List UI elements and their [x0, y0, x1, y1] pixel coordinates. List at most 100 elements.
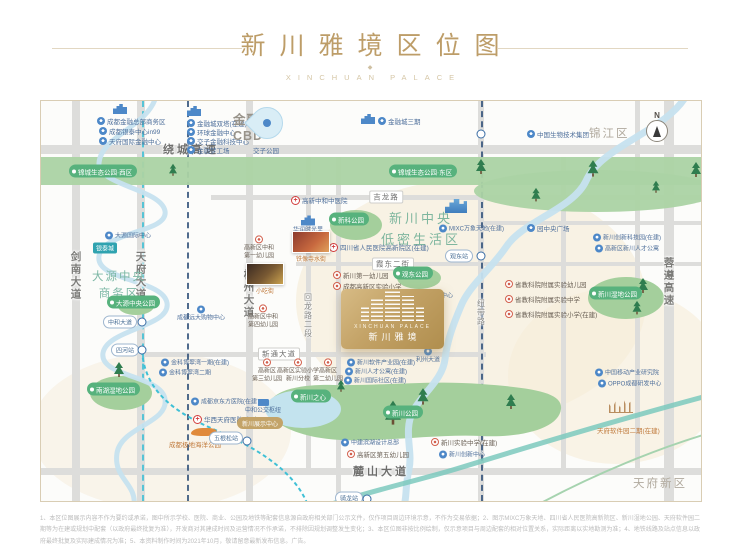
poi-dot-icon: [187, 128, 195, 136]
metro-line-diagonal: [333, 394, 701, 501]
hospital-label: +华西天府医院(在建): [193, 414, 260, 424]
road-label: 纽带路: [476, 299, 486, 326]
location-map: 剑南大道天府大道梓州大道回龙路二段纽带路蓉遵高速绕城高速吉龙路霞东二街新通大道麓…: [40, 100, 702, 502]
poi-dot-icon: [595, 244, 603, 252]
river-east: [401, 101, 687, 501]
bldg-icon: [300, 215, 315, 226]
bldg-icon-wrap: [361, 114, 375, 124]
croc-icon-wrap: [191, 428, 217, 436]
poi-label: 中国移动产业研究院: [595, 368, 659, 377]
park-label: 新川湿地公园: [589, 286, 642, 300]
poi-dot-icon: [439, 224, 447, 232]
district-boundary: [542, 434, 701, 501]
road-label: 新通大道: [258, 347, 300, 361]
mixc-icon-wrap: [445, 199, 467, 213]
poi-dot-icon: [97, 117, 105, 125]
poi-label: 成都远大购物中心: [177, 305, 225, 322]
school-icon: [505, 280, 513, 288]
bldg-icon-wrap: [187, 106, 201, 116]
park-label: 交子公园: [253, 148, 279, 155]
poi-dot-icon: [187, 137, 195, 145]
poi-dot-icon: [105, 231, 113, 239]
photo-thumbnail: 小吃街: [246, 263, 284, 295]
school-label: 高新区中和 第一幼儿园: [244, 235, 274, 260]
poi-label: OPPO成都研发中心: [598, 379, 661, 388]
bus-icon: [256, 398, 269, 406]
poi-dot-icon: [159, 368, 167, 376]
road-label: 回龙路二段: [303, 293, 313, 338]
bldg-icon-wrap: [113, 104, 127, 114]
hospital-label: +高新中和中医院: [291, 195, 348, 205]
page-subtitle: XINCHUAN PALACE: [285, 73, 462, 82]
park-label: 观东公园: [393, 266, 433, 280]
poi-dot-icon: [598, 379, 606, 387]
area-label: 天府新区: [633, 478, 687, 490]
school-label: 高新区实验小学 新川分校: [277, 358, 319, 383]
metro-line-curve: [141, 350, 308, 501]
poi-label: 金科博翠湾一期(在建): [161, 358, 229, 367]
park-label: 新川公园: [383, 405, 423, 419]
metro-station-icon: [242, 436, 252, 446]
poi-label: 利州大道: [416, 347, 440, 364]
road: [481, 221, 701, 225]
park-label: 新川之心: [291, 389, 331, 403]
park-label: 南湖湿地公园: [87, 382, 140, 396]
road: [41, 144, 701, 154]
map-header: 新川雅境区位图 ◆ XINCHUAN PALACE: [40, 30, 700, 94]
road-label: 剑南大道: [69, 251, 82, 301]
metro-station-label: 五根松站: [209, 431, 244, 445]
poi-label: 高新区新川人才公寓: [595, 244, 659, 253]
poi-label: 金科博翠湾二期: [159, 368, 211, 377]
school-icon: [333, 282, 341, 290]
poi-label: 金融城双塔(在建): [187, 118, 247, 128]
poi-label: 新川软件产业园(在建): [347, 358, 415, 367]
school-icon: [347, 450, 355, 458]
poi-dot-icon: [423, 347, 432, 356]
diamond-ornament-icon: ◆: [367, 65, 373, 71]
school-label: 成都高新区实验小学: [333, 281, 402, 291]
poi-label: 天府国际金融中心: [99, 136, 161, 146]
poi-label: 新川创新科技园(在建): [593, 233, 661, 242]
poi-label: 新川创新中心: [439, 450, 485, 459]
school-icon: [505, 295, 513, 303]
poi-label: 成都银泰中心in99: [99, 126, 160, 136]
school-label: 高新区中和 第四幼儿园: [248, 304, 278, 329]
poi-dot-icon: [196, 305, 205, 314]
park-label: 锦城生态公园·东区: [389, 164, 458, 178]
park-dot-icon: [263, 119, 271, 127]
school-icon: [333, 271, 341, 279]
poi-dot-icon: [593, 233, 601, 241]
poi-dot-icon: [187, 119, 195, 127]
road-label: 蓉遵高速: [662, 257, 675, 307]
compass-north-label: N: [654, 111, 660, 120]
poi-dot-icon: [347, 358, 355, 366]
poi-dot-icon: [378, 117, 386, 125]
poi-dot-icon: [439, 450, 447, 458]
school-icon: [431, 438, 439, 446]
park-label: 新科公园: [329, 212, 369, 226]
poi-label: 环球金融中心: [187, 127, 236, 137]
hospital-cross-icon: +: [291, 195, 300, 205]
metro-station-label: 骑龙站: [335, 491, 364, 501]
poi-label: 成都京东方医院(在建): [191, 397, 259, 406]
page-title: 新川雅境区位图: [240, 33, 514, 60]
poi-label: 金融梦工场: [187, 145, 230, 155]
poi-label: 交子金融科技中心: [187, 136, 249, 146]
park-label: 大源中央公园: [107, 295, 160, 309]
mall-label: 银泰城: [93, 242, 118, 254]
hospital-cross-icon: +: [193, 414, 202, 424]
school-label: 省教科院附属实验小学(在建): [505, 309, 597, 319]
poi-label: 园中央广场: [527, 223, 570, 233]
metro-station-icon: [476, 251, 486, 261]
metro-station-icon: [137, 317, 147, 327]
school-icon: [323, 358, 332, 367]
area-label: 新川中央 低密生活区: [381, 211, 462, 247]
photo-thumbnail: 铁像寺水街: [292, 231, 330, 263]
disclaimer-text: 1、本区位图展示内容不作为要约或承诺，图中所示学校、医院、商业、公园及地铁等配套…: [40, 516, 700, 545]
header-divider: [498, 48, 688, 49]
project-name-cn: 新川雅境: [368, 332, 421, 342]
mixc-icon: [445, 199, 467, 213]
map-labels: 剑南大道天府大道梓州大道回龙路二段纽带路蓉遵高速绕城高速吉龙路霞东二街新通大道麓…: [41, 101, 701, 501]
metro-station-icon: [362, 494, 372, 501]
